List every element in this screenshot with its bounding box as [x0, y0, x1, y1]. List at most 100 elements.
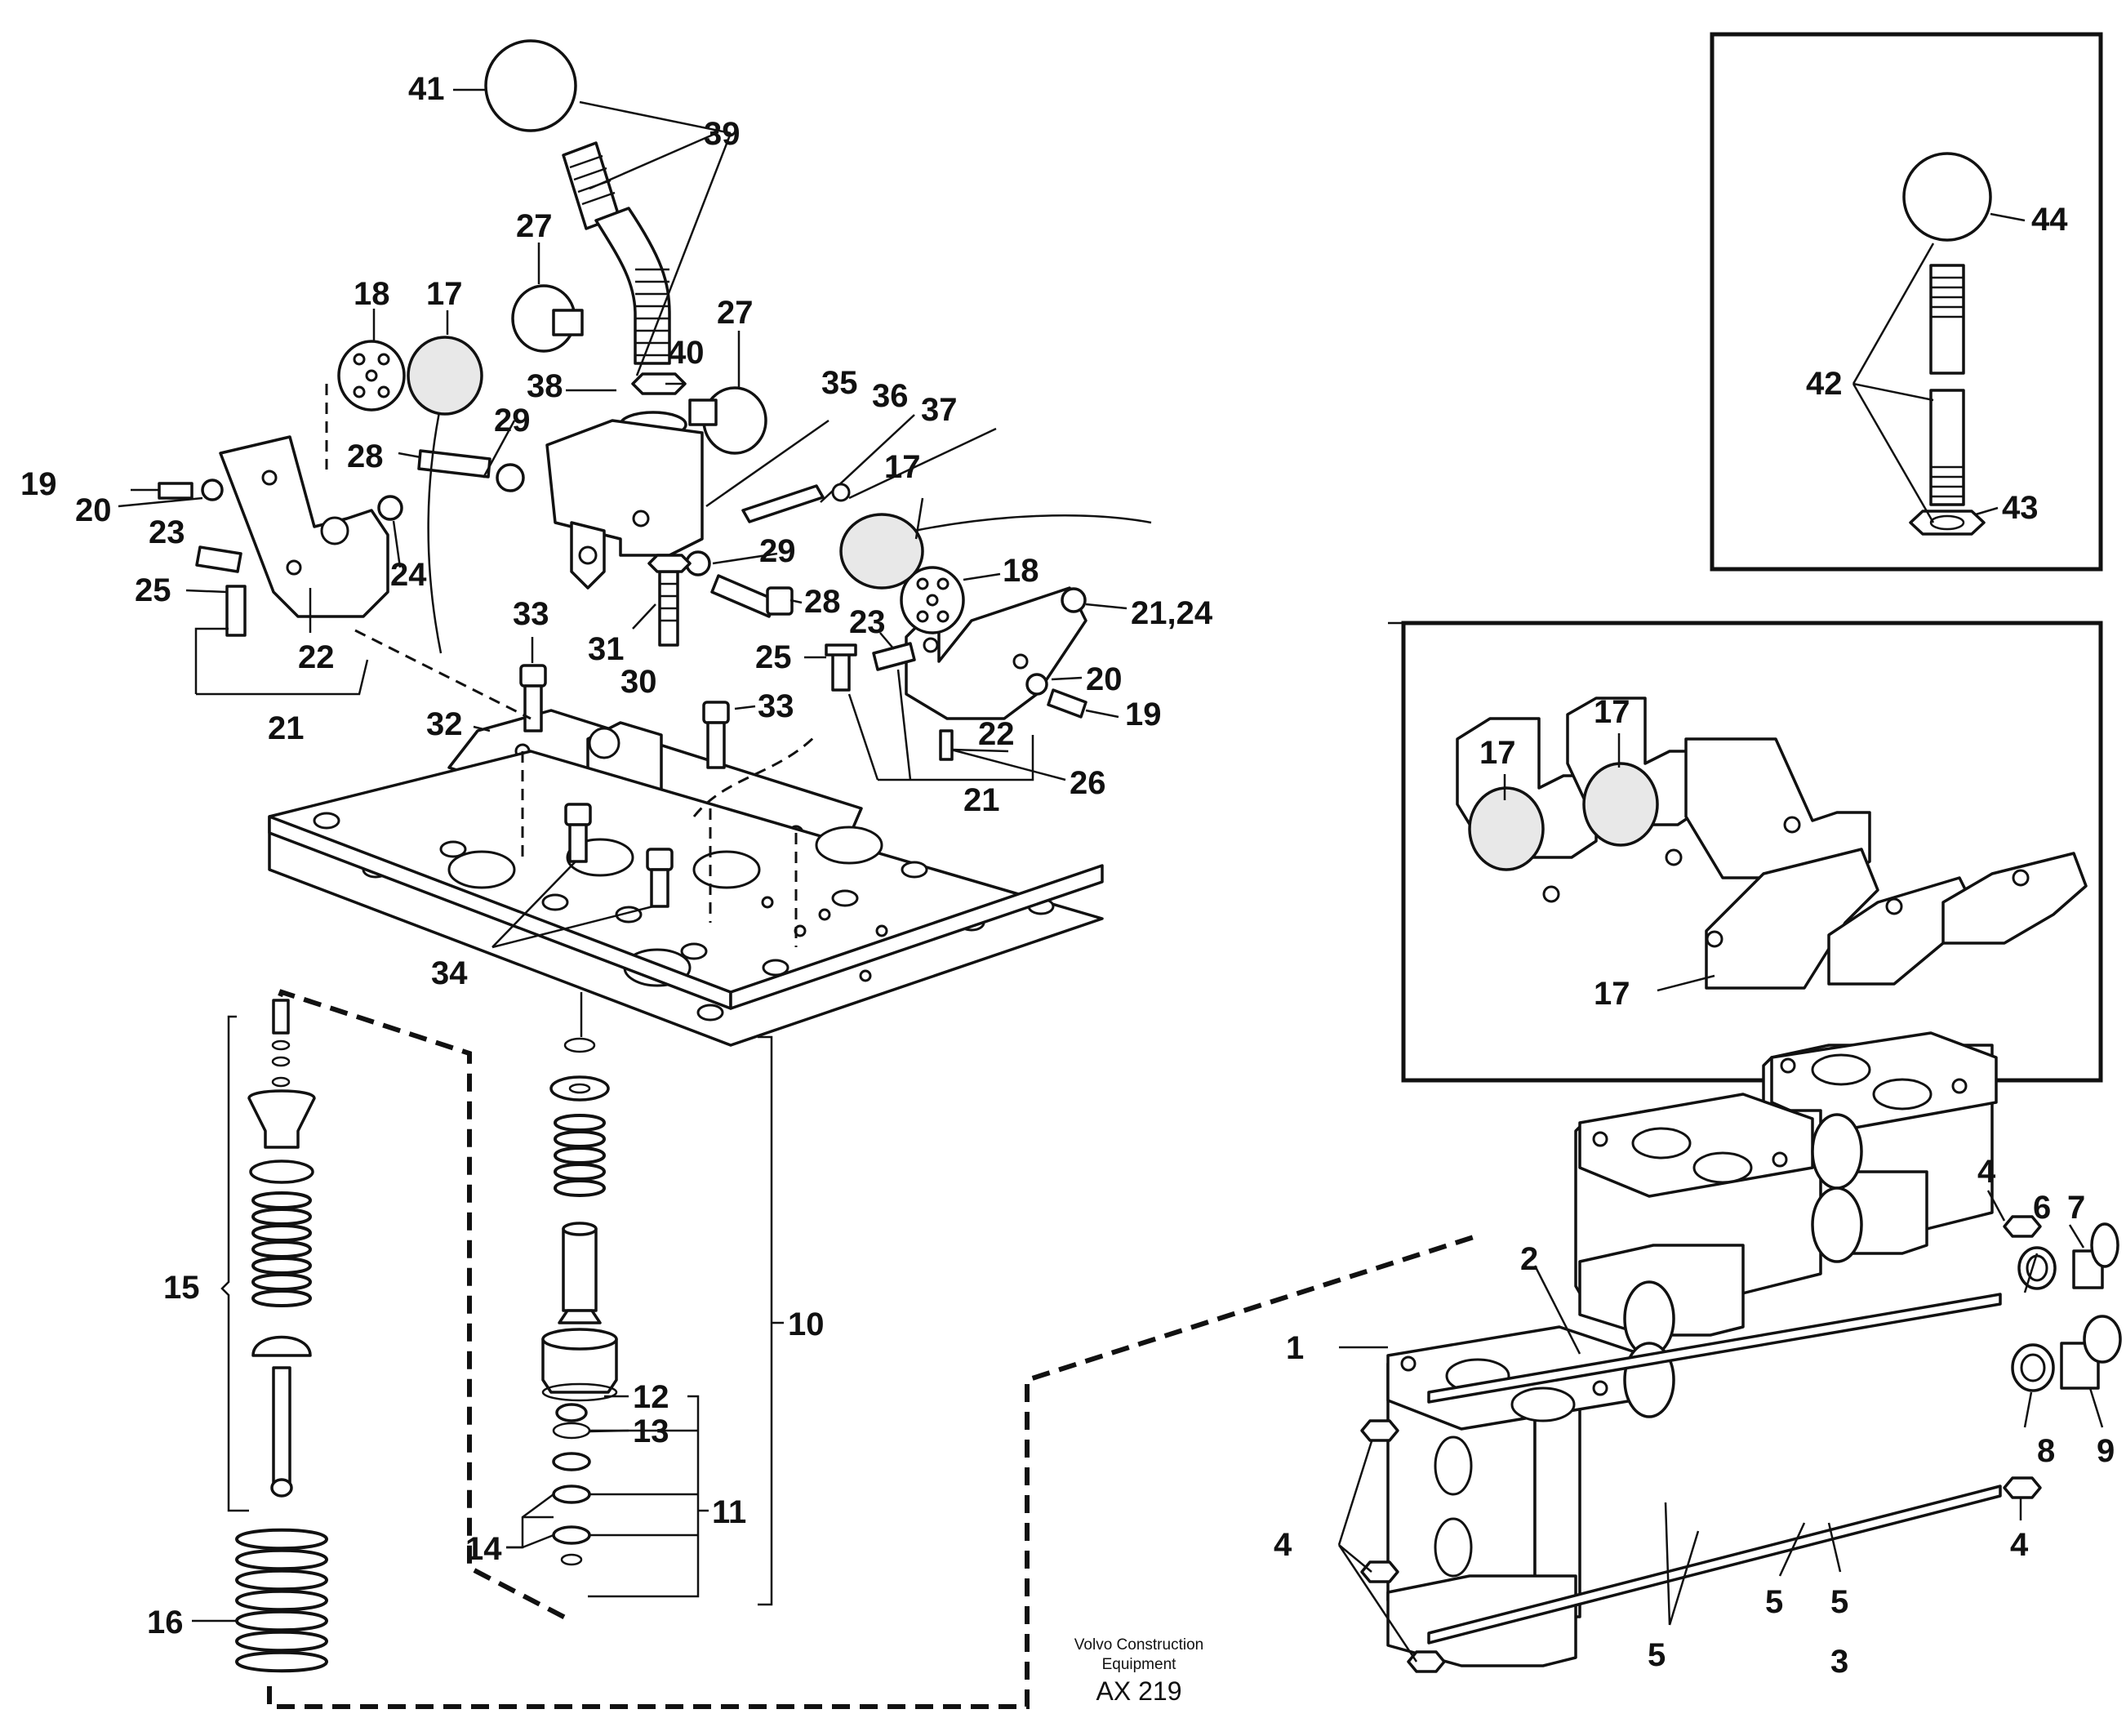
label-29-right: 29: [759, 533, 796, 569]
label-23-right: 23: [849, 604, 886, 640]
screw-34-b: [646, 848, 674, 908]
label-34: 34: [431, 955, 468, 991]
label-5-c: 5: [1830, 1584, 1848, 1620]
valve-block-2: [1574, 1093, 1863, 1337]
label-5-a: 5: [1648, 1637, 1666, 1673]
label-20-right: 20: [1086, 661, 1123, 697]
label-17-inset-a: 17: [1479, 735, 1516, 771]
label-27-right: 27: [717, 295, 754, 331]
label-30: 30: [620, 664, 657, 700]
label-21-left: 21: [268, 710, 305, 746]
label-11: 11: [712, 1494, 746, 1530]
inset-brackets: [1456, 697, 2088, 990]
label-25-right: 25: [755, 639, 792, 675]
screw-28-right: [685, 550, 794, 618]
label-12: 12: [633, 1379, 669, 1415]
screw-33-left: [519, 664, 547, 732]
label-37: 37: [921, 392, 958, 428]
label-13: 13: [633, 1413, 669, 1449]
label-17-inset-b: 17: [1594, 694, 1630, 730]
inset-lever-assembly: [1902, 152, 1992, 536]
screw-23-right: [872, 642, 916, 671]
label-28-left: 28: [347, 438, 384, 474]
label-26: 26: [1070, 765, 1106, 801]
label-33-right: 33: [758, 688, 794, 724]
label-17-left: 17: [426, 276, 463, 312]
knob-44: [1902, 152, 1992, 242]
label-4-left: 4: [1274, 1527, 1292, 1563]
label-35: 35: [821, 365, 858, 401]
label-22-right: 22: [978, 716, 1015, 752]
label-32: 32: [426, 706, 463, 742]
bolt-30: [647, 554, 692, 647]
plunger-assembly: [541, 1037, 618, 1566]
label-4-top: 4: [1977, 1154, 1996, 1190]
screw-25-left: [225, 585, 247, 637]
label-3: 3: [1830, 1644, 1848, 1680]
drawing-code: AX 219: [1096, 1676, 1182, 1706]
screw-33-right: [702, 701, 730, 769]
label-2: 2: [1520, 1241, 1538, 1277]
label-17-right: 17: [884, 449, 921, 485]
label-1: 1: [1286, 1330, 1304, 1366]
label-18-right: 18: [1003, 553, 1039, 589]
disc-18-right: [900, 566, 965, 634]
inset-frame-brackets: [1401, 621, 2103, 1083]
inset-frame-lever-alt: [1710, 32, 2103, 572]
screw-34-a: [564, 803, 592, 863]
label-36: 36: [872, 378, 909, 414]
label-23-left: 23: [149, 514, 185, 550]
screw-25-right: [825, 643, 857, 692]
tie-rods: [1427, 1293, 2002, 1645]
label-25-left: 25: [135, 572, 171, 608]
label-20-left: 20: [75, 492, 112, 528]
label-41: 41: [408, 71, 445, 107]
label-9: 9: [2097, 1433, 2115, 1469]
label-19-left: 19: [20, 466, 57, 502]
screw-19-left: [158, 479, 224, 501]
label-28-right: 28: [804, 584, 841, 620]
label-24-left: 24: [390, 557, 427, 593]
label-19-right: 19: [1125, 697, 1162, 732]
knob-27-right: [688, 386, 767, 455]
label-7: 7: [2067, 1190, 2085, 1226]
label-44: 44: [2031, 202, 2068, 238]
label-29-left: 29: [494, 403, 531, 438]
knob-27-left: [511, 284, 584, 353]
label-14: 14: [465, 1531, 502, 1567]
label-43: 43: [2002, 490, 2039, 526]
label-15: 15: [163, 1270, 200, 1306]
knob-41: [484, 39, 577, 132]
label-33-top: 33: [513, 596, 549, 632]
nuts-and-plugs: [1360, 1215, 2122, 1673]
label-21-right: 21: [963, 782, 1000, 818]
plunger-assembly-left: [235, 999, 329, 1673]
label-22-left: 22: [298, 639, 335, 675]
label-38: 38: [527, 368, 563, 404]
screw-19-right: [1025, 673, 1087, 719]
control-lever: [484, 39, 687, 438]
screw-28-left: [417, 449, 525, 492]
label-6: 6: [2033, 1190, 2051, 1226]
label-4-right: 4: [2010, 1527, 2029, 1563]
label-8: 8: [2037, 1433, 2055, 1469]
label-39: 39: [704, 116, 741, 152]
label-18-left: 18: [354, 276, 390, 312]
label-21-24: 21,24: [1131, 595, 1213, 631]
label-17-inset-c: 17: [1594, 976, 1630, 1012]
label-42: 42: [1806, 366, 1843, 402]
bracket-left: [219, 435, 389, 618]
label-16: 16: [147, 1605, 184, 1640]
label-10: 10: [788, 1306, 825, 1342]
label-5-b: 5: [1765, 1584, 1783, 1620]
label-40: 40: [668, 335, 705, 371]
credit-line-2: Equipment: [1102, 1656, 1177, 1673]
disc-18-left: [337, 340, 406, 412]
label-31: 31: [588, 631, 625, 667]
label-27-left: 27: [516, 208, 553, 244]
disc-17-right: [839, 513, 924, 590]
disc-17-left: [407, 336, 483, 416]
screw-23-left: [195, 545, 242, 573]
lever-housing: [545, 419, 704, 590]
